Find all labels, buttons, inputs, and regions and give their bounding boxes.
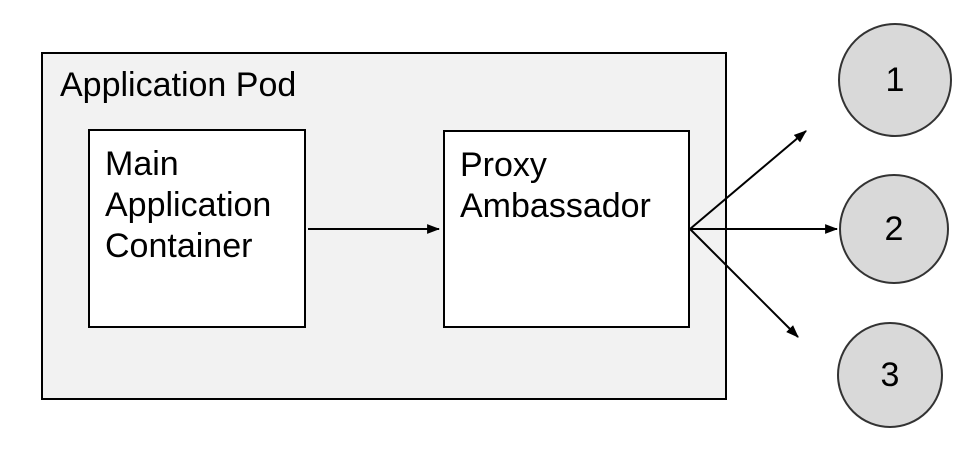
- main-application-container-box: Main Application Container: [88, 129, 306, 328]
- endpoint-circle-3: 3: [837, 322, 943, 428]
- endpoint-2-label: 2: [884, 209, 904, 248]
- endpoint-circle-2: 2: [839, 174, 949, 284]
- application-pod-label: Application Pod: [60, 66, 297, 104]
- endpoint-1-label: 1: [885, 60, 905, 99]
- endpoint-3-label: 3: [880, 355, 900, 394]
- main-application-container-label: Main Application Container: [105, 145, 272, 265]
- proxy-ambassador-label: Proxy Ambassador: [460, 146, 651, 225]
- proxy-ambassador-box: Proxy Ambassador: [443, 130, 690, 328]
- endpoint-circle-1: 1: [838, 23, 952, 137]
